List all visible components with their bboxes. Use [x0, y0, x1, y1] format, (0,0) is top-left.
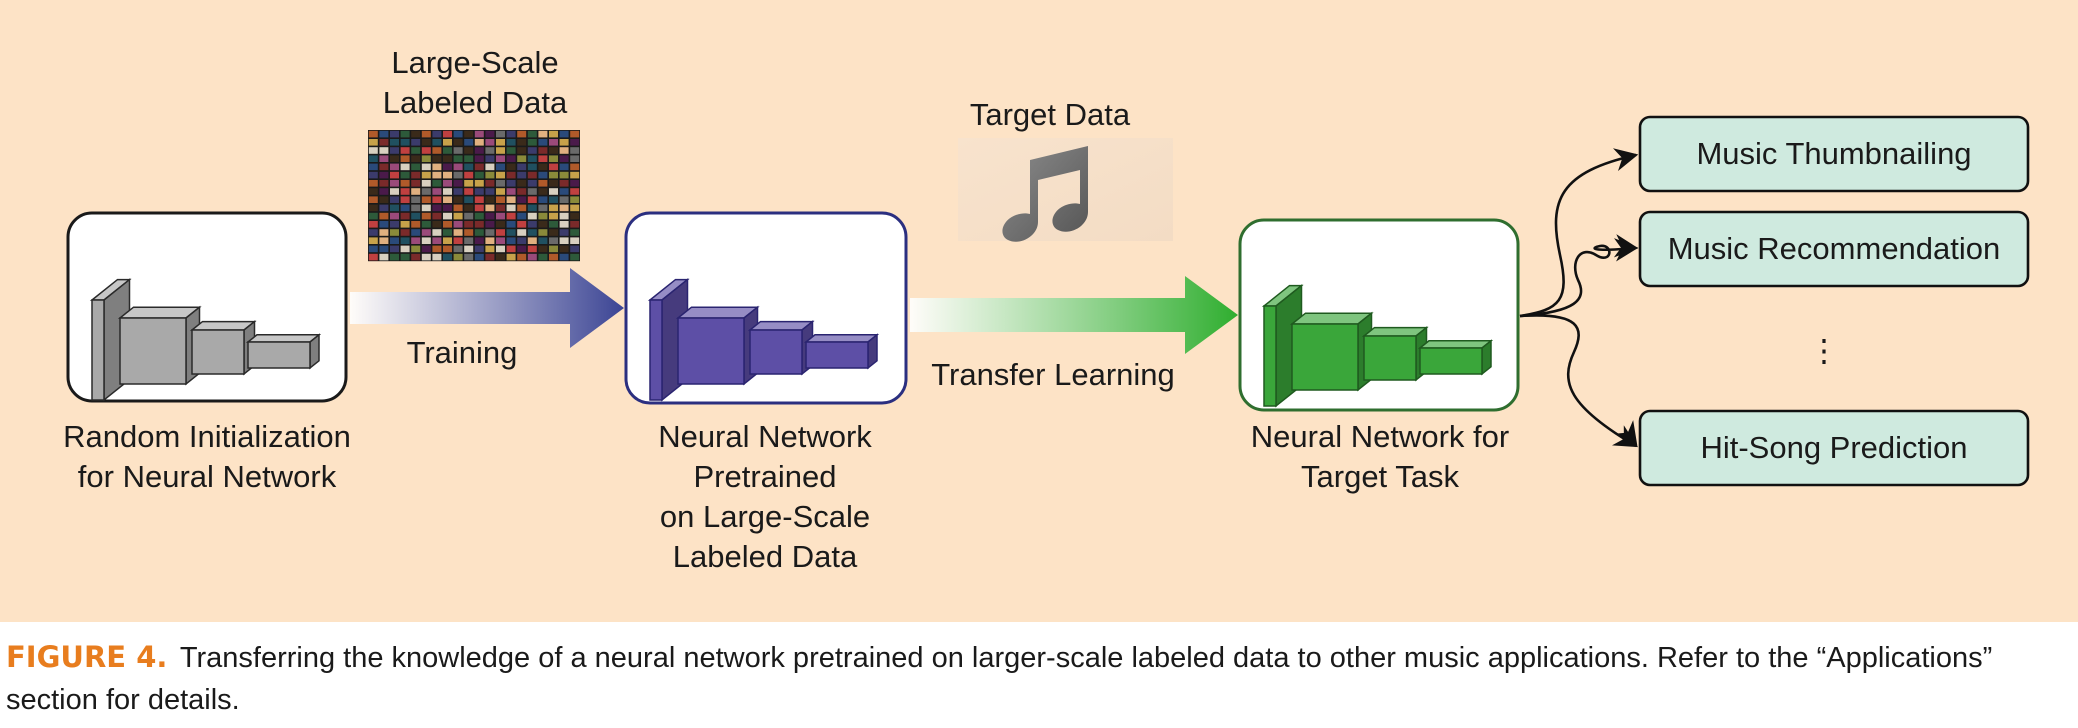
app-label-music-thumbnailing: Music Thumbnailing	[1696, 136, 1971, 171]
large-scale-data-label-1: Large-Scale	[391, 45, 558, 80]
app-label-music-recommendation: Music Recommendation	[1668, 231, 2001, 266]
random-init-label-2: for Neural Network	[78, 459, 337, 494]
transfer-learning-label: Transfer Learning	[931, 357, 1175, 392]
target-data-label: Target Data	[970, 97, 1131, 132]
pretrained-label-2: Pretrained	[693, 459, 836, 494]
app-label-hit-song-prediction: Hit-Song Prediction	[1700, 430, 1967, 465]
random-init-label-1: Random Initialization	[63, 419, 351, 454]
target-task-label-2: Target Task	[1301, 459, 1459, 494]
app-ellipsis: ⋮	[1809, 333, 1840, 368]
music-note-icon	[958, 138, 1173, 242]
app-box-music-thumbnailing	[1638, 115, 2030, 193]
large-scale-data-label-2: Labeled Data	[383, 85, 568, 120]
training-arrow	[350, 268, 624, 348]
application-connectors	[1519, 148, 1639, 448]
figure-number: FIGURE 4.	[6, 640, 167, 674]
figure-caption-line-2: section for details.	[6, 684, 240, 716]
neural-network-icon	[89, 278, 322, 402]
pretrained-label-4: Labeled Data	[673, 539, 858, 574]
caption-text-1: Transferring the knowledge of a neural n…	[180, 642, 1992, 674]
neural-network-icon	[1261, 284, 1494, 408]
target-task-label-1: Neural Network for	[1251, 419, 1509, 454]
transfer-learning-arrow	[910, 276, 1238, 354]
app-box-hit-song-prediction	[1638, 409, 2030, 487]
pretrained-label-1: Neural Network	[658, 419, 872, 454]
app-box-music-recommendation	[1638, 210, 2030, 288]
neural-network-icon	[647, 278, 880, 402]
album-collage-image	[368, 130, 580, 262]
pretrained-label-3: on Large-Scale	[660, 499, 870, 534]
figure-caption-line-1: FIGURE 4. Transferring the knowledge of …	[6, 640, 1992, 674]
training-label: Training	[407, 335, 518, 370]
